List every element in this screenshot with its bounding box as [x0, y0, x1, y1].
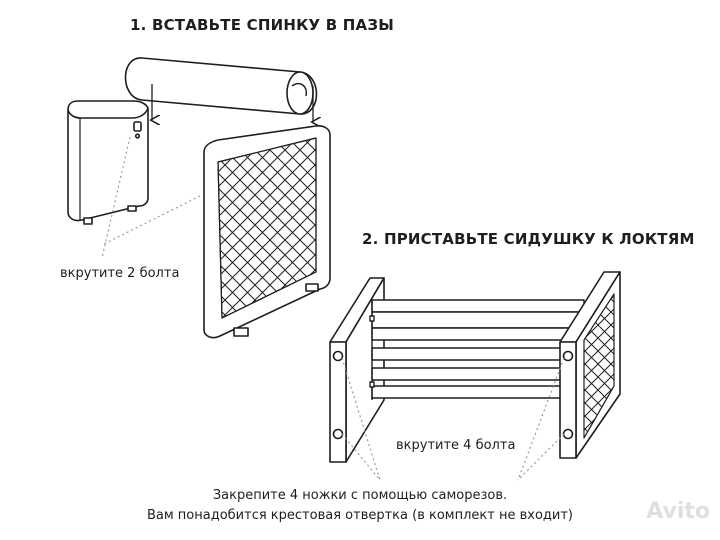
seat-right-arm	[559, 271, 621, 459]
avito-watermark: Avito	[646, 499, 710, 524]
seat-left-arm	[329, 277, 385, 463]
bolster-cushion	[124, 57, 318, 115]
insert-arrows	[152, 84, 313, 122]
quilted-armrest	[203, 125, 331, 339]
legs-instruction: Закрепите 4 ножки с помощью саморезов.	[212, 488, 508, 503]
step-2-title: 2. ПРИСТАВЬТЕ СИДУШКУ К ЛОКТЯМ	[362, 230, 695, 248]
seat-frame	[369, 299, 585, 400]
bolt-leader-lines-step2	[341, 357, 565, 481]
callout-four-bolts: вкрутите 4 болта	[396, 438, 516, 453]
callout-two-bolts: вкрутите 2 болта	[60, 266, 180, 281]
bolt-leader-lines-step1	[101, 136, 201, 259]
left-armrest	[67, 100, 149, 225]
screwdriver-note: Вам понадобится крестовая отвертка (в ко…	[146, 508, 573, 523]
step-1-title: 1. ВСТАВЬТЕ СПИНКУ В ПАЗЫ	[130, 16, 394, 34]
